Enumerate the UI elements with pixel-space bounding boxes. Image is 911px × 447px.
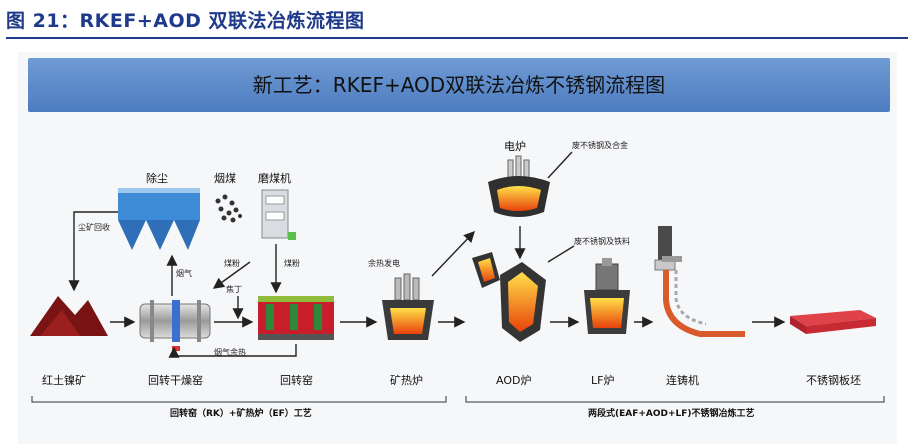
- flow-arrow-furnace-eaf: [431, 230, 475, 277]
- rotary-kiln-icon: [258, 296, 334, 340]
- electric-furnace-icon: [488, 155, 550, 217]
- label-mill: 磨煤机: [258, 172, 291, 185]
- note-coke: 焦丁: [226, 285, 242, 294]
- stage-bracket-right: [465, 396, 885, 403]
- coal-mill-icon: [261, 189, 296, 240]
- submerged-arc-furnace-icon: [382, 273, 434, 340]
- banner-title: 新工艺：RKEF+AOD双联法冶炼不锈钢流程图: [252, 73, 666, 97]
- flow-arrow-aod-alloy: [547, 245, 575, 263]
- note-waste-heat: 烟气余热: [214, 348, 246, 357]
- label-furnace: 矿热炉: [390, 374, 423, 387]
- flow-arrow-eaf-alloy: [547, 151, 573, 179]
- stage-bracket-left: [31, 396, 447, 403]
- banner: 新工艺：RKEF+AOD双联法冶炼不锈钢流程图: [28, 58, 890, 112]
- note-coal-powder-a: 煤粉: [224, 259, 240, 268]
- note-eaf-alloy: 废不锈钢及合金: [572, 141, 628, 150]
- title-rule: [6, 37, 908, 39]
- flow-arrow-waste-heat: [168, 344, 297, 358]
- label-dust: 除尘: [146, 172, 168, 185]
- note-residual-power: 余热发电: [368, 259, 400, 268]
- label-eaf: 电炉: [504, 140, 526, 153]
- label-aod: AOD炉: [496, 374, 532, 387]
- laterite-pile-icon: [30, 296, 108, 336]
- stainless-slab-icon: [790, 310, 876, 334]
- label-coal: 烟煤: [214, 172, 236, 185]
- note-dust-return: 尘矿回收: [78, 223, 110, 232]
- label-caster: 连铸机: [666, 374, 699, 387]
- label-kiln: 回转窑: [280, 374, 313, 387]
- stage-left: 回转窑（RK）+矿热炉（EF）工艺: [170, 409, 312, 419]
- flow-arrow-coal-dryer: [212, 261, 251, 289]
- label-slab: 不锈钢板坯: [806, 374, 861, 387]
- figure-title: 图 21：RKEF+AOD 双联法冶炼流程图: [6, 10, 365, 32]
- stage-right: 两段式(EAF+AOD+LF)不锈钢冶炼工艺: [588, 409, 755, 419]
- diagram-panel: [18, 52, 897, 444]
- dust-collector-icon: [118, 188, 200, 250]
- note-aod-alloy: 废不锈钢及铁料: [574, 237, 630, 246]
- aod-converter-icon: [472, 252, 546, 342]
- lf-furnace-icon: [584, 258, 630, 334]
- flow-arrow-dust-return: [68, 211, 118, 292]
- label-laterite: 红土镍矿: [42, 374, 86, 387]
- continuous-caster-icon: [654, 226, 745, 337]
- note-coal-powder-b: 煤粉: [284, 259, 300, 268]
- coal-icon: [215, 194, 242, 223]
- note-flue-gas: 烟气: [176, 269, 192, 278]
- label-dryer: 回转干燥窑: [148, 374, 203, 387]
- label-lf: LF炉: [591, 374, 615, 387]
- rotary-dryer-icon: [139, 300, 211, 351]
